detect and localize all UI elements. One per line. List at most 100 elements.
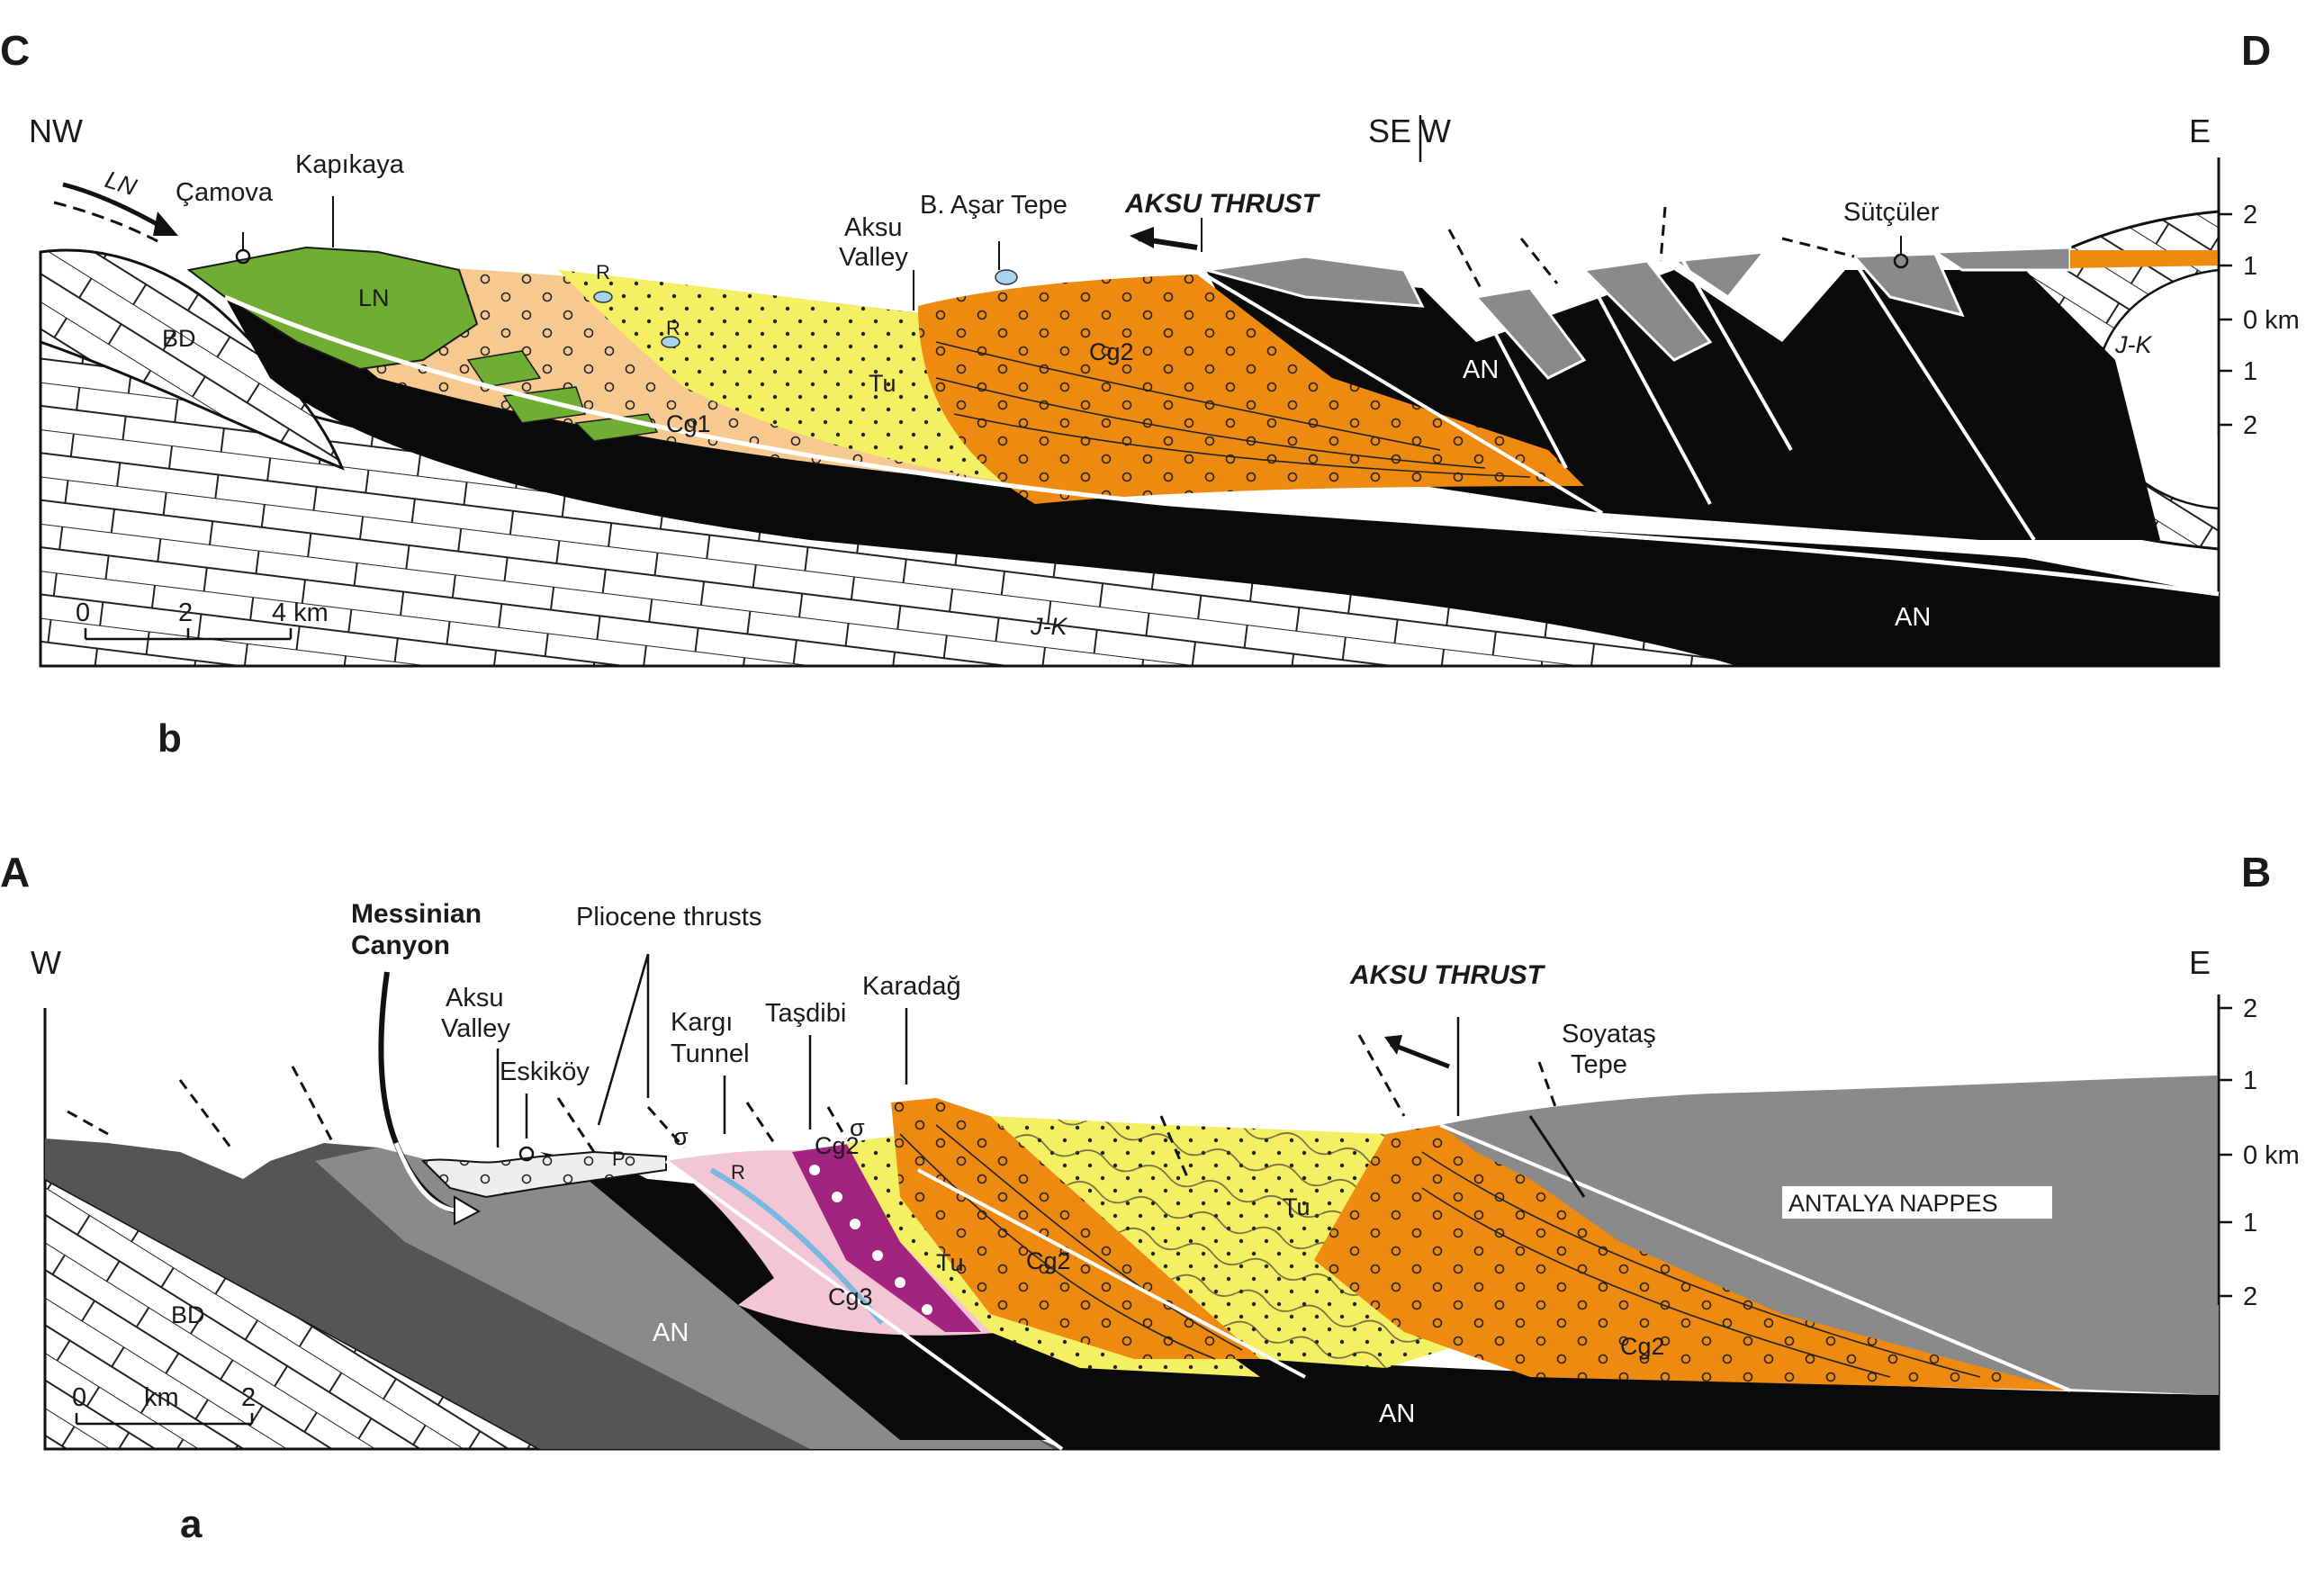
corner-label-d: D <box>2241 27 2271 74</box>
ln-green-block <box>186 246 479 371</box>
aksu-thrust-trace-ab <box>1439 1123 2071 1392</box>
aksu-arrow-head-ab <box>1384 1035 1402 1055</box>
depth-ab-1-down: 1 <box>2243 1209 2257 1238</box>
scale-ab-km: km <box>144 1383 179 1412</box>
grey-sliver-5 <box>1851 252 1965 318</box>
depth-ab-1-up: 1 <box>2243 1066 2257 1095</box>
pliocene-pebbles <box>423 1152 666 1197</box>
direction-se-w: SE W <box>1368 112 1451 149</box>
antalya-nappes-grey <box>1440 1076 2219 1395</box>
label-aksu-valley-1: Aksu <box>844 213 902 242</box>
blue-lens-band <box>709 1167 885 1325</box>
unit-ln-arrow: LN <box>102 166 140 201</box>
purple-pebble-markers <box>809 1165 932 1315</box>
unit-r: R <box>731 1161 745 1184</box>
depth-cd-1-up: 1 <box>2243 252 2257 281</box>
label-messinian-2: Canyon <box>351 931 450 960</box>
leader-lines-ab <box>496 953 1460 1148</box>
depth-axis-cd <box>2217 176 2232 436</box>
scale-bar-cd <box>84 628 293 641</box>
depth-axis-ab <box>2217 999 2232 1305</box>
unit-bd-cd: BD <box>162 325 196 352</box>
label-aksu-thrust-cd: AKSU THRUST <box>1124 189 1321 219</box>
unit-cg2-ab-b: Cg2 <box>1026 1247 1071 1274</box>
depth-ab-0km: 0 km <box>2243 1141 2300 1170</box>
unit-tu-cd: Tu <box>869 370 896 397</box>
ln-green-clast-1 <box>466 350 542 388</box>
label-aksu-valley-ab-1: Aksu <box>446 984 503 1012</box>
label-pliocene-thrusts: Pliocene thrusts <box>576 903 761 932</box>
unit-tu-ab-a: Tu <box>936 1249 964 1276</box>
camova-spring-icon <box>235 248 251 265</box>
corner-label-c: C <box>0 27 30 74</box>
label-camova: Çamova <box>176 178 274 207</box>
label-kargi-1: Kargı <box>671 1008 733 1037</box>
depth-cd-1-down: 1 <box>2243 357 2257 386</box>
depth-cd-2-down: 2 <box>2243 411 2257 440</box>
scale-ab-2: 2 <box>241 1383 256 1412</box>
b-asar-tepe-lens-icon <box>995 269 1018 285</box>
cg2-pebble-pattern <box>918 274 1584 504</box>
purple-conglomerate <box>792 1143 981 1332</box>
scale-cd-4km: 4 km <box>272 598 329 627</box>
section-ab: A B W E <box>0 849 2300 1546</box>
cg2-bedding-lines-ab <box>899 1124 1981 1378</box>
soyatas-fault <box>1528 1115 1586 1198</box>
ln-arrow-head <box>153 212 178 236</box>
unit-an-mid: AN <box>653 1318 689 1347</box>
label-aksu-valley-ab-2: Valley <box>441 1014 510 1043</box>
grey-sliver-3 <box>1581 259 1713 362</box>
grey-sliver-1 <box>1205 255 1425 308</box>
unit-r-1: R <box>596 261 610 284</box>
grey-sliver-6 <box>1931 246 2072 272</box>
thrust-trace-1 <box>664 1159 1064 1451</box>
label-aksu-valley-2: Valley <box>839 243 908 272</box>
ln-thrust-dashed <box>53 201 158 243</box>
depth-cd-0km: 0 km <box>2243 306 2300 335</box>
corner-label-b: B <box>2241 849 2271 896</box>
cg2-cap-right <box>2070 250 2219 268</box>
grey-sliver-4 <box>1670 250 1768 300</box>
unit-an-upper: AN <box>1463 356 1499 384</box>
antalya-nappes-label-box <box>1782 1186 2052 1219</box>
section-cd: C D NW SE W E <box>0 27 2300 760</box>
surface-fault-markers-ab <box>67 1034 1559 1180</box>
aksu-thrust-arrow-ab <box>1390 1041 1450 1069</box>
unit-antalya-nappes: ANTALYA NAPPES <box>1788 1190 1998 1217</box>
unit-cg1: Cg1 <box>666 410 711 437</box>
imbricate-thrust-traces <box>1474 259 2036 542</box>
r-lens-icon-1 <box>593 291 613 303</box>
cg2-east-pebbles <box>1314 1125 2070 1390</box>
unit-an-bottom: AN <box>1379 1400 1415 1428</box>
panel-label-b: b <box>158 716 182 760</box>
unit-cg2-ab-c: Cg2 <box>1620 1333 1665 1360</box>
unit-jk-right: J-K <box>2114 331 2152 358</box>
r-lens-icon-2 <box>661 336 680 348</box>
label-aksu-thrust-ab: AKSU THRUST <box>1349 960 1546 990</box>
scale-cd-0: 0 <box>76 598 90 627</box>
direction-e-ab: E <box>2189 944 2211 981</box>
direction-w: W <box>31 944 61 981</box>
label-messinian-1: Messinian <box>351 899 482 929</box>
corner-label-a: A <box>0 849 30 896</box>
depth-cd-2-up: 2 <box>2243 201 2257 230</box>
depth-ab-2-down: 2 <box>2243 1282 2257 1311</box>
unit-cg2-ab-a: Cg2 <box>815 1132 860 1159</box>
unit-r-2: R <box>666 317 680 339</box>
unit-cg2-cd: Cg2 <box>1089 338 1134 365</box>
thrust-trace-2 <box>917 1168 1306 1379</box>
leader-lines-cd <box>242 196 1902 310</box>
scale-bar-ab <box>75 1413 254 1426</box>
label-kargi-2: Tunnel <box>671 1040 750 1068</box>
depth-ab-2-up: 2 <box>2243 994 2257 1023</box>
basal-thrust-line <box>223 294 2220 597</box>
grey-sliver-2 <box>1473 286 1587 380</box>
panel-label-a: a <box>180 1502 203 1546</box>
unit-ln-fill: LN <box>358 284 390 311</box>
unit-sigma-1: σ <box>673 1123 689 1150</box>
unit-jk-left: J-K <box>1030 613 1067 640</box>
scale-cd-2: 2 <box>178 598 193 627</box>
label-sutculer: Sütçüler <box>1843 198 1940 227</box>
label-karadag: Karadağ <box>862 972 961 1001</box>
